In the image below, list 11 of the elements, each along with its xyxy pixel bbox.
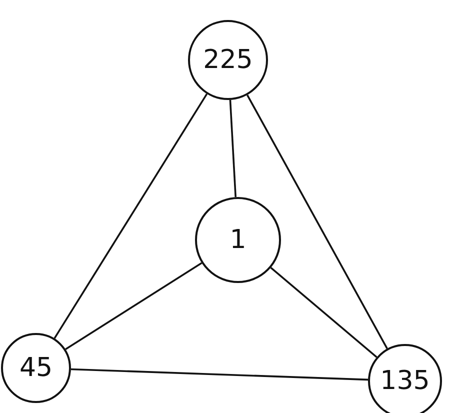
node-circle [368,344,442,413]
node-label: 135 [380,366,430,396]
node-label: 225 [203,45,253,75]
node-label: 1 [230,225,246,255]
connector-line [246,94,388,350]
connector-line [70,368,368,381]
node-label: 45 [19,353,53,383]
connector-line [54,93,208,339]
connector-line [65,262,202,350]
connector-line [229,100,237,198]
connector-line [270,267,378,358]
